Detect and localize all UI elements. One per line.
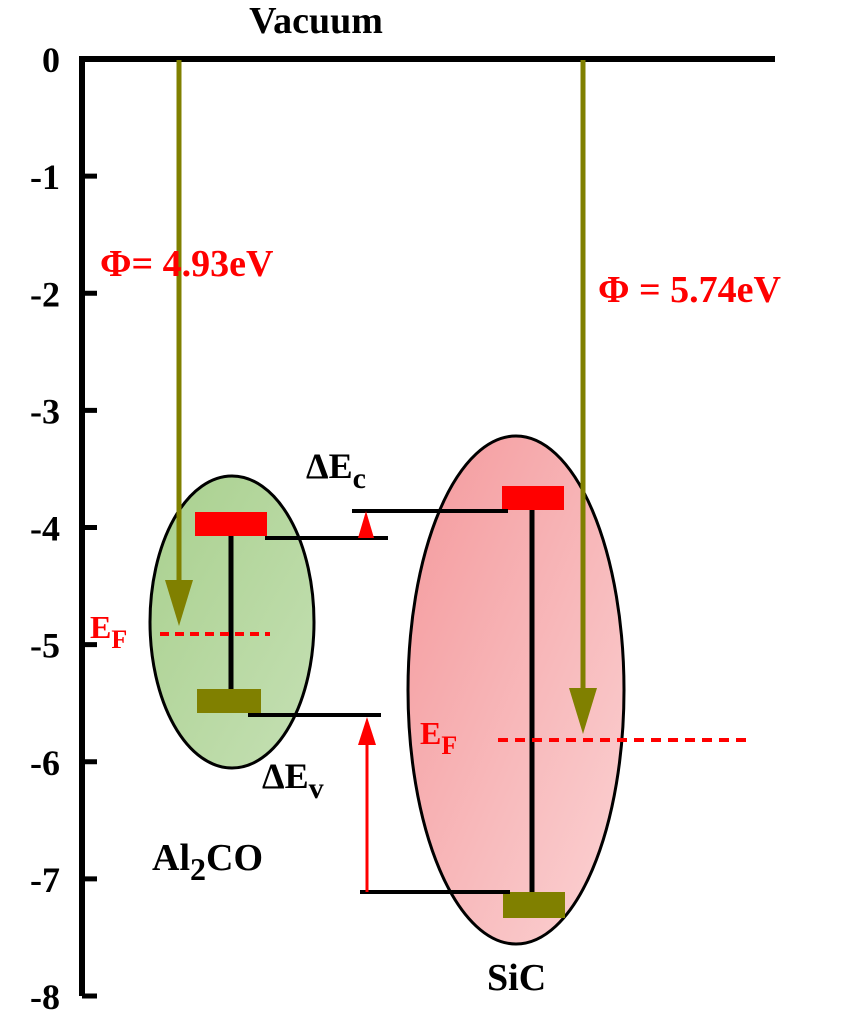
conduction-offset-label-main: ΔE: [306, 446, 353, 486]
al2co-work-function-label: Φ= 4.93eV: [100, 243, 274, 285]
y-axis-tick-label: -1: [30, 157, 60, 197]
sic-work-function-label: Φ = 5.74eV: [598, 269, 782, 311]
work-function-arrows: [165, 60, 597, 734]
band-offsets: [248, 509, 510, 894]
al2co-vbm-bar: [197, 689, 261, 713]
al2co-work-function-arrow-head: [165, 580, 193, 626]
al2co-fermi-label: EF: [90, 609, 127, 654]
al2co-label-tail: CO: [206, 837, 263, 879]
conduction-offset-label-sub: c: [353, 462, 366, 495]
sic-work-function-arrow-head: [569, 688, 597, 734]
valence-offset-label-sub: v: [309, 772, 324, 805]
sic-ellipse: [406, 434, 626, 946]
al2co-label-sub: 2: [190, 851, 206, 887]
sic-bands: [498, 486, 747, 918]
sic-fermi-label-sub: F: [441, 731, 457, 760]
al2co-bands: [160, 512, 270, 713]
valence-offset-label: ΔEv: [262, 756, 324, 805]
sic-vbm-bar: [503, 892, 565, 918]
sic-cbm-bar: [502, 486, 564, 510]
y-axis-tick-label: -3: [30, 391, 60, 431]
y-axis-tick-label: 0: [42, 40, 60, 80]
al2co-label-main: Al: [152, 837, 190, 879]
y-axis-tick-label: -7: [30, 860, 60, 900]
y-axis-ticks: 0 -1 -2 -3 -4 -5 -6 -7 -8: [30, 40, 97, 1015]
y-axis-tick-label: -8: [30, 977, 60, 1015]
sic-fermi-label: EF: [420, 715, 457, 760]
y-axis-tick-label: -5: [30, 626, 60, 666]
y-axis-tick-label: -2: [30, 274, 60, 314]
al2co-cbm-bar: [195, 512, 267, 536]
sic-fermi-label-main: E: [420, 715, 441, 751]
vacuum-title: Vacuum: [249, 0, 383, 42]
valence-offset-arrow-head: [358, 717, 376, 745]
al2co-label: Al2CO: [152, 837, 263, 887]
conduction-offset-label: ΔEc: [306, 446, 366, 495]
y-axis-tick-label: -4: [30, 509, 60, 549]
al2co-fermi-label-main: E: [90, 609, 111, 645]
energy-axis: 0 -1 -2 -3 -4 -5 -6 -7 -8: [30, 40, 775, 1015]
al2co-fermi-label-sub: F: [111, 625, 127, 654]
valence-offset-label-main: ΔE: [262, 756, 309, 796]
conduction-offset-arrow-head: [358, 511, 374, 538]
y-axis-tick-label: -6: [30, 743, 60, 783]
sic-label: SiC: [487, 957, 546, 999]
